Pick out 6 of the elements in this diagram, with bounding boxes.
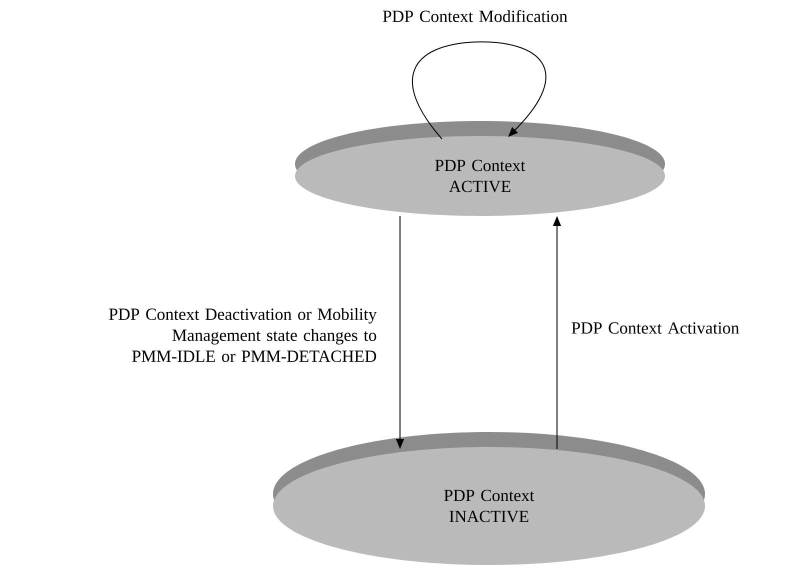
state-disc: PDP Context INACTIVE (273, 432, 705, 565)
edge-label: PDP Context Modification (382, 10, 568, 22)
state-disc: PDP Context ACTIVE (295, 121, 665, 216)
arrow (412, 42, 546, 140)
edge-label: PDP Context Activation (572, 322, 740, 334)
edge-label: PDP Context Deactivation or Mobility Management state changes to PMM-IDLE or PMM-DETACHED (109, 308, 377, 362)
